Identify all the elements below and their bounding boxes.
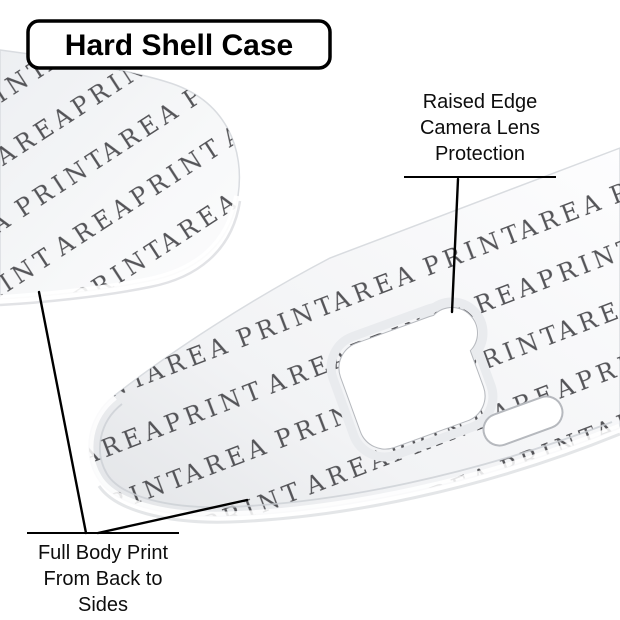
camera-annotation-line-3: Protection xyxy=(435,143,525,165)
badge-label: Hard Shell Case xyxy=(65,29,293,62)
camera-raised-edge-ring xyxy=(326,302,498,462)
camera-annotation-line-2: Camera Lens xyxy=(420,117,540,139)
badge-frame xyxy=(26,19,332,70)
camera-callout-line xyxy=(450,177,460,314)
case-corner-print-pattern xyxy=(0,50,240,299)
case-back-corner-image xyxy=(0,49,242,307)
product-feature-badge: Hard Shell Case xyxy=(26,19,332,70)
camera-lens-notch-fill xyxy=(427,308,477,358)
full-body-annotation-line-1: Full Body Print xyxy=(38,542,168,564)
case-corner-shadow xyxy=(0,200,242,307)
flash-cutout xyxy=(482,395,564,447)
flash-cutout-shape xyxy=(482,395,564,447)
case-main-image xyxy=(84,147,620,524)
full-body-annotation-line-3: Sides xyxy=(78,594,128,616)
full-body-callout-line-right xyxy=(96,498,249,535)
case-bottom-shadow xyxy=(97,432,620,524)
case-side-rim-highlight xyxy=(84,392,620,521)
full-body-annotation-line-2: From Back to xyxy=(44,568,163,590)
full-body-callout-line-left xyxy=(37,290,88,535)
camera-annotation: Raised Edge Camera Lens Protection xyxy=(404,91,556,314)
camera-annotation-line-1: Raised Edge xyxy=(423,91,538,113)
camera-cutout xyxy=(338,307,486,450)
full-body-annotation: Full Body Print From Back to Sides xyxy=(27,290,249,616)
